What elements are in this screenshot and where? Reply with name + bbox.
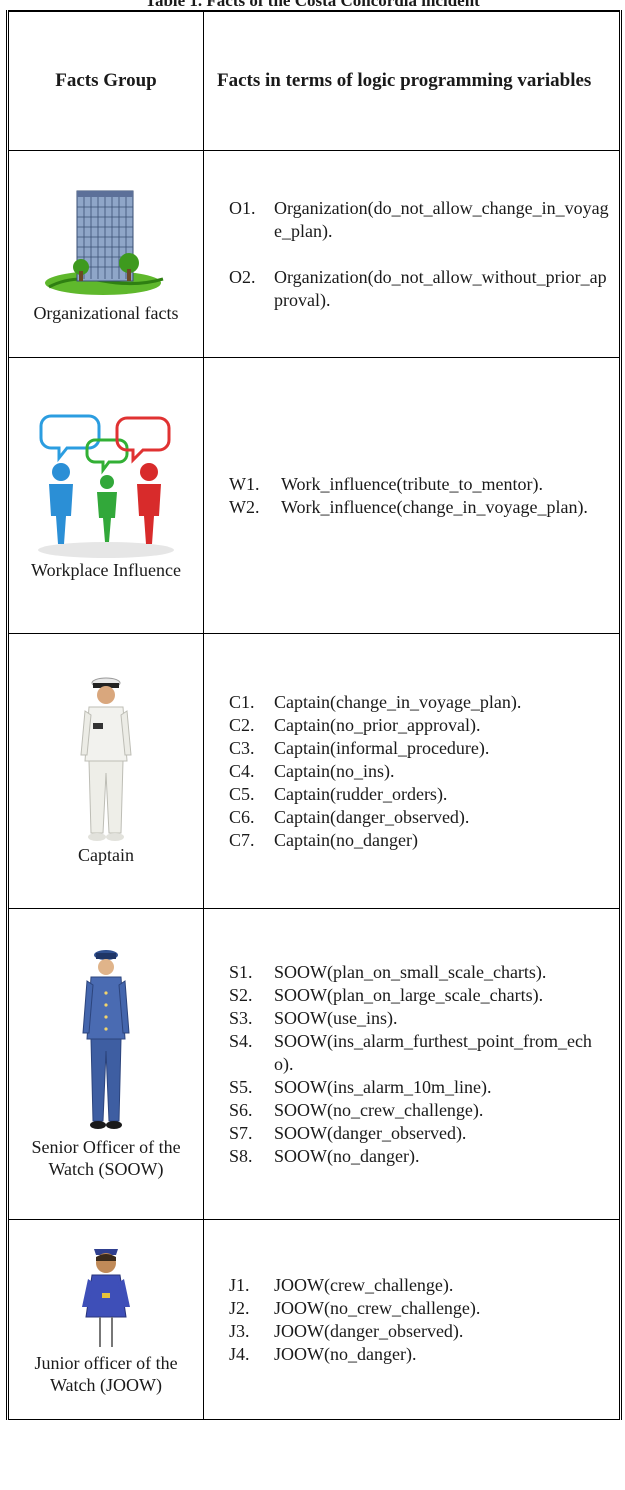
header-facts-variables: Facts in terms of logic programming vari… <box>203 10 621 151</box>
fact-id: S8. <box>229 1145 253 1166</box>
table-row: Organizational facts O1. Organization(do_… <box>7 150 621 358</box>
list-item: J1. JOOW(crew_challenge). <box>229 1274 609 1297</box>
fact-id: J2. <box>229 1297 250 1318</box>
list-item: S3. SOOW(use_ins). <box>229 1007 609 1030</box>
fact-id: C6. <box>229 806 255 827</box>
group-label: Workplace Influence <box>31 559 181 580</box>
fact-id: C1. <box>229 691 255 712</box>
fact-text: SOOW(no_crew_challenge). <box>274 1099 484 1120</box>
fact-id: C7. <box>229 829 255 850</box>
list-item: S7. SOOW(danger_observed). <box>229 1122 609 1145</box>
fact-text: Captain(danger_observed). <box>274 806 470 827</box>
group-cell: Captain <box>7 633 204 909</box>
fact-text: JOOW(no_danger). <box>274 1343 417 1364</box>
table-row: Senior Officer of the Watch (SOOW) S1. SO… <box>7 908 621 1220</box>
fact-text: Captain(no_ins). <box>274 760 395 781</box>
fact-id: J4. <box>229 1343 250 1364</box>
group-label: Organizational facts <box>33 303 179 324</box>
list-item: C7. Captain(no_danger) <box>229 829 609 852</box>
fact-id: S5. <box>229 1076 253 1097</box>
list-item: S8. SOOW(no_danger). <box>229 1145 609 1168</box>
fact-text: SOOW(plan_on_large_scale_charts). <box>274 984 544 1005</box>
facts-cell: J1. JOOW(crew_challenge). J2. JOOW(no_crew… <box>203 1219 621 1420</box>
fact-text: Work_influence(tribute_to_mentor). <box>281 473 543 494</box>
fact-id: S3. <box>229 1007 253 1028</box>
list-item: C5. Captain(rudder_orders). <box>229 783 609 806</box>
fact-id: S6. <box>229 1099 253 1120</box>
fact-text: Captain(rudder_orders). <box>274 783 448 804</box>
list-item: O2. Organization(do_not_allow_without_pri… <box>229 266 609 312</box>
group-cell: Senior Officer of the Watch (SOOW) <box>7 908 204 1220</box>
group-label: Senior Officer of the Watch (SOOW) <box>31 1137 181 1179</box>
table-header-row: Facts Group Facts in terms of logic prog… <box>7 10 621 151</box>
fact-text: SOOW(danger_observed). <box>274 1122 467 1143</box>
list-item: C3. Captain(informal_procedure). <box>229 737 609 760</box>
fact-id: S2. <box>229 984 253 1005</box>
list-item: C2. Captain(no_prior_approval). <box>229 714 609 737</box>
facts-table: Facts Group Facts in terms of logic prog… <box>6 10 622 1420</box>
fact-text: SOOW(plan_on_small_scale_charts). <box>274 961 547 982</box>
facts-cell: S1. SOOW(plan_on_small_scale_charts). S2.… <box>203 908 621 1220</box>
list-item: J2. JOOW(no_crew_challenge). <box>229 1297 609 1320</box>
fact-id: W2. <box>229 496 260 517</box>
fact-text: SOOW(use_ins). <box>274 1007 398 1028</box>
fact-text: Organization(do_not_allow_change_in_voya… <box>274 197 609 241</box>
list-item: J4. JOOW(no_danger). <box>229 1343 609 1366</box>
list-item: W1. Work_influence(tribute_to_mentor). <box>229 473 609 496</box>
fact-text: Organization(do_not_allow_without_prior_… <box>274 266 607 310</box>
fact-text: Work_influence(change_in_voyage_plan). <box>281 496 588 517</box>
list-item: S4. SOOW(ins_alarm_furthest_point_from_ec… <box>229 1030 609 1076</box>
captain-figure-icon <box>80 677 132 842</box>
list-item: S6. SOOW(no_crew_challenge). <box>229 1099 609 1122</box>
list-item: S2. SOOW(plan_on_large_scale_charts). <box>229 984 609 1007</box>
list-item: S1. SOOW(plan_on_small_scale_charts). <box>229 961 609 984</box>
fact-text: Captain(no_danger) <box>274 829 418 850</box>
list-item: W2. Work_influence(change_in_voyage_plan)… <box>229 496 609 519</box>
fact-id: W1. <box>229 473 260 494</box>
fact-id: C2. <box>229 714 255 735</box>
office-building-icon <box>45 190 164 296</box>
fact-id: C4. <box>229 760 255 781</box>
facts-cell: C1. Captain(change_in_voyage_plan). C2. Ca… <box>203 633 621 909</box>
table-caption: Table 1. Facts of the Costa Concordia in… <box>145 0 480 10</box>
group-cell: Junior officer of the Watch (JOOW) <box>7 1219 204 1420</box>
fact-text: JOOW(no_crew_challenge). <box>274 1297 481 1318</box>
fact-id: S4. <box>229 1030 253 1051</box>
list-item: C6. Captain(danger_observed). <box>229 806 609 829</box>
header-facts-group: Facts Group <box>7 10 204 151</box>
fact-text: Captain(informal_procedure). <box>274 737 490 758</box>
fact-text: Captain(no_prior_approval). <box>274 714 481 735</box>
list-item: S5. SOOW(ins_alarm_10m_line). <box>229 1076 609 1099</box>
fact-id: S7. <box>229 1122 253 1143</box>
group-label: Captain <box>78 845 134 866</box>
fact-text: SOOW(ins_alarm_furthest_point_from_echo)… <box>274 1030 592 1074</box>
table-row: Junior officer of the Watch (JOOW) J1. JO… <box>7 1219 621 1420</box>
list-item: O1. Organization(do_not_allow_change_in_v… <box>229 197 609 243</box>
table-row: Workplace Influence W1. Work_influence(tr… <box>7 357 621 634</box>
fact-text: JOOW(crew_challenge). <box>274 1274 454 1295</box>
fact-id: O1. <box>229 197 256 218</box>
list-item: C1. Captain(change_in_voyage_plan). <box>229 691 609 714</box>
list-item: J3. JOOW(danger_observed). <box>229 1320 609 1343</box>
fact-text: SOOW(no_danger). <box>274 1145 420 1166</box>
fact-id: S1. <box>229 961 253 982</box>
junior-officer-figure-icon <box>82 1248 130 1347</box>
group-label: Junior officer of the Watch (JOOW) <box>34 1352 178 1395</box>
list-item: C4. Captain(no_ins). <box>229 760 609 783</box>
fact-text: JOOW(danger_observed). <box>274 1320 464 1341</box>
fact-id: C5. <box>229 783 255 804</box>
people-talking-icon <box>38 414 174 558</box>
fact-id: C3. <box>229 737 255 758</box>
facts-cell: O1. Organization(do_not_allow_change_in_v… <box>203 150 621 358</box>
fact-text: Captain(change_in_voyage_plan). <box>274 691 522 712</box>
fact-id: O2. <box>229 266 256 287</box>
fact-id: J1. <box>229 1274 250 1295</box>
table-row: Captain C1. Captain(change_in_voyage_plan… <box>7 633 621 909</box>
facts-cell: W1. Work_influence(tribute_to_mentor). W2… <box>203 357 621 634</box>
fact-text: SOOW(ins_alarm_10m_line). <box>274 1076 492 1097</box>
group-cell: Workplace Influence <box>7 357 204 634</box>
senior-officer-figure-icon <box>82 950 130 1130</box>
fact-id: J3. <box>229 1320 250 1341</box>
group-cell: Organizational facts <box>7 150 204 358</box>
